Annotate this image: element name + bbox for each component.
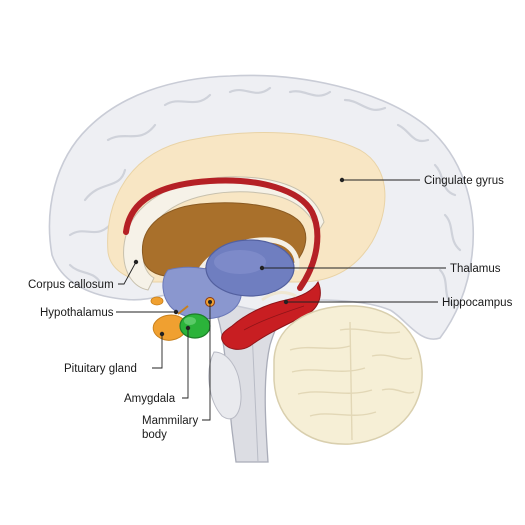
mammillary-body-leader bbox=[202, 302, 211, 421]
pituitary-gland-leader bbox=[152, 334, 163, 369]
label-corpus-callosum: Corpus callosum bbox=[28, 279, 114, 291]
label-hippocampus: Hippocampus bbox=[442, 297, 513, 309]
label-cingulate-gyrus: Cingulate gyrus bbox=[424, 175, 504, 187]
label-mammilary-body-line1: Mammilary bbox=[142, 415, 198, 427]
label-hypothalamus: Hypothalamus bbox=[40, 307, 114, 319]
cerebellum-folia bbox=[289, 321, 415, 441]
cortex-gyri bbox=[68, 86, 462, 307]
corpus-callosum-leader bbox=[118, 261, 137, 285]
fornix bbox=[123, 177, 321, 291]
hypothalamus-nucleus bbox=[150, 296, 164, 306]
label-mammilary-body-line2: body bbox=[142, 429, 167, 441]
label-amygdala: Amygdala bbox=[124, 393, 176, 405]
amygdala bbox=[179, 313, 211, 339]
label-thalamus: Thalamus bbox=[450, 263, 501, 275]
cerebellum bbox=[273, 305, 423, 445]
amygdala-leader bbox=[182, 328, 189, 399]
label-pituitary-gland: Pituitary gland bbox=[64, 363, 137, 375]
pons bbox=[208, 351, 242, 420]
